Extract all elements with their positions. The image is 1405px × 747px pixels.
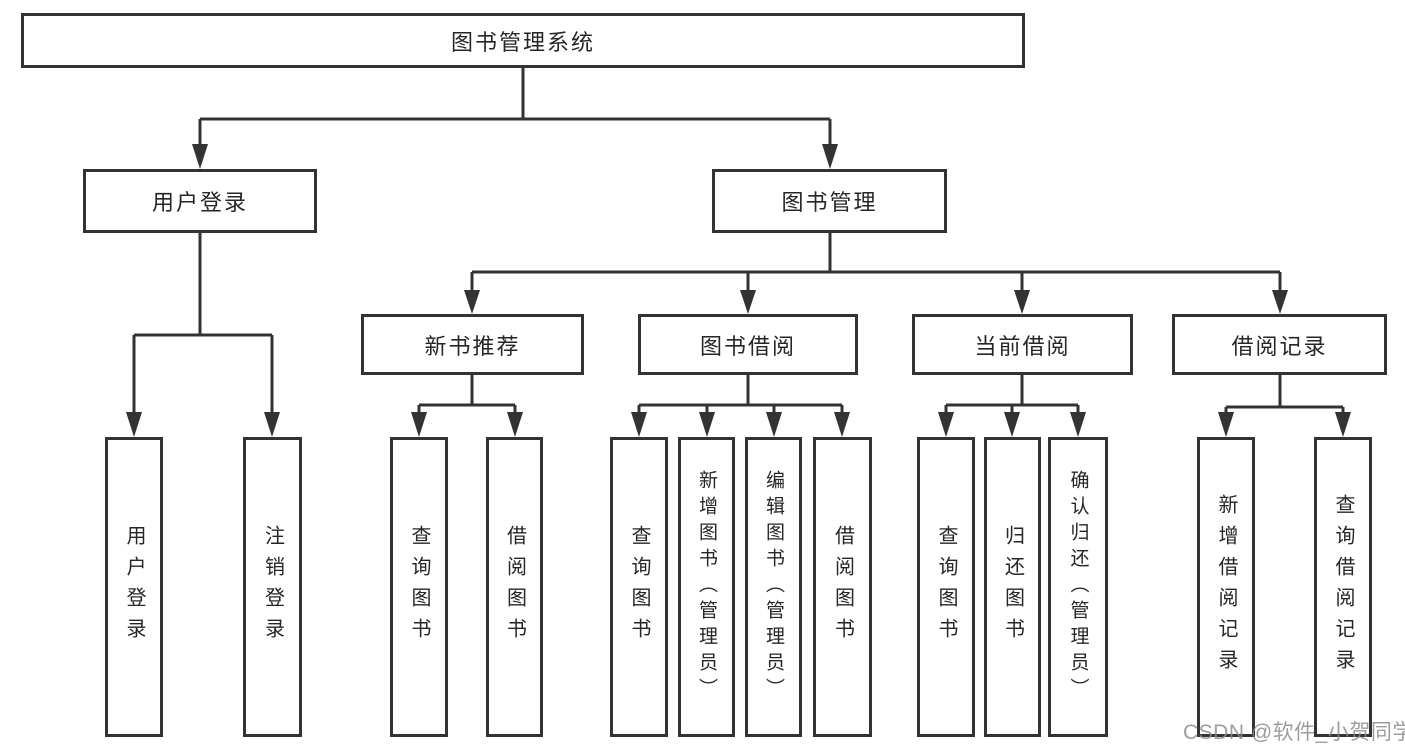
node-library-system: 图书管理系统: [21, 13, 1025, 68]
leaf-label: 编辑图书（管理员）: [763, 470, 784, 704]
watermark: CSDN @软件_小贺同学: [1183, 721, 1405, 744]
leaf-label: 查询图书: [628, 525, 650, 649]
node-leaf-confirm-return-admin: 确认归还（管理员）: [1048, 437, 1108, 737]
node-leaf-query-books-3: 查询图书: [917, 437, 975, 737]
connector-current-borrow-children: [938, 375, 1086, 437]
connector-root-to-level2: [192, 68, 838, 169]
node-book-management: 图书管理: [712, 169, 947, 233]
node-leaf-edit-book-admin: 编辑图书（管理员）: [745, 437, 802, 737]
leaf-label: 查询借阅记录: [1332, 494, 1354, 680]
connector-user-login-children: [126, 233, 280, 437]
leaf-label: 借阅图书: [503, 525, 526, 649]
node-book-borrow: 图书借阅: [638, 314, 858, 375]
leaf-label: 归还图书: [1001, 525, 1024, 649]
node-leaf-borrow-books-2: 借阅图书: [813, 437, 872, 737]
leaf-label: 查询图书: [935, 525, 957, 649]
node-leaf-add-book-admin: 新增图书（管理员）: [678, 437, 735, 737]
node-current-borrow: 当前借阅: [912, 314, 1133, 375]
connector-borrow-records-children: [1218, 375, 1351, 437]
leaf-label: 用户登录: [123, 525, 145, 649]
node-leaf-add-borrow-record: 新增借阅记录: [1197, 437, 1255, 737]
node-leaf-query-books-2: 查询图书: [610, 437, 668, 737]
leaf-label: 注销登录: [261, 525, 284, 649]
connector-book-borrow-children: [631, 375, 850, 437]
node-borrow-records: 借阅记录: [1172, 314, 1387, 375]
leaf-label: 新增借阅记录: [1215, 494, 1237, 680]
node-leaf-logout: 注销登录: [243, 437, 302, 737]
node-leaf-query-borrow-record: 查询借阅记录: [1314, 437, 1372, 737]
leaf-label: 借阅图书: [831, 525, 854, 649]
leaf-label: 确认归还（管理员）: [1067, 470, 1089, 704]
node-leaf-query-books-1: 查询图书: [390, 437, 448, 737]
node-leaf-return-books: 归还图书: [984, 437, 1041, 737]
node-user-login: 用户登录: [83, 169, 317, 233]
node-new-book-recommend: 新书推荐: [361, 314, 584, 375]
node-leaf-user-login: 用户登录: [105, 437, 163, 737]
leaf-label: 新增图书（管理员）: [696, 470, 717, 704]
node-leaf-borrow-books-1: 借阅图书: [486, 437, 543, 737]
connector-new-book-recommend-children: [411, 375, 523, 437]
leaf-label: 查询图书: [408, 525, 430, 649]
connector-book-management-children: [464, 233, 1288, 314]
